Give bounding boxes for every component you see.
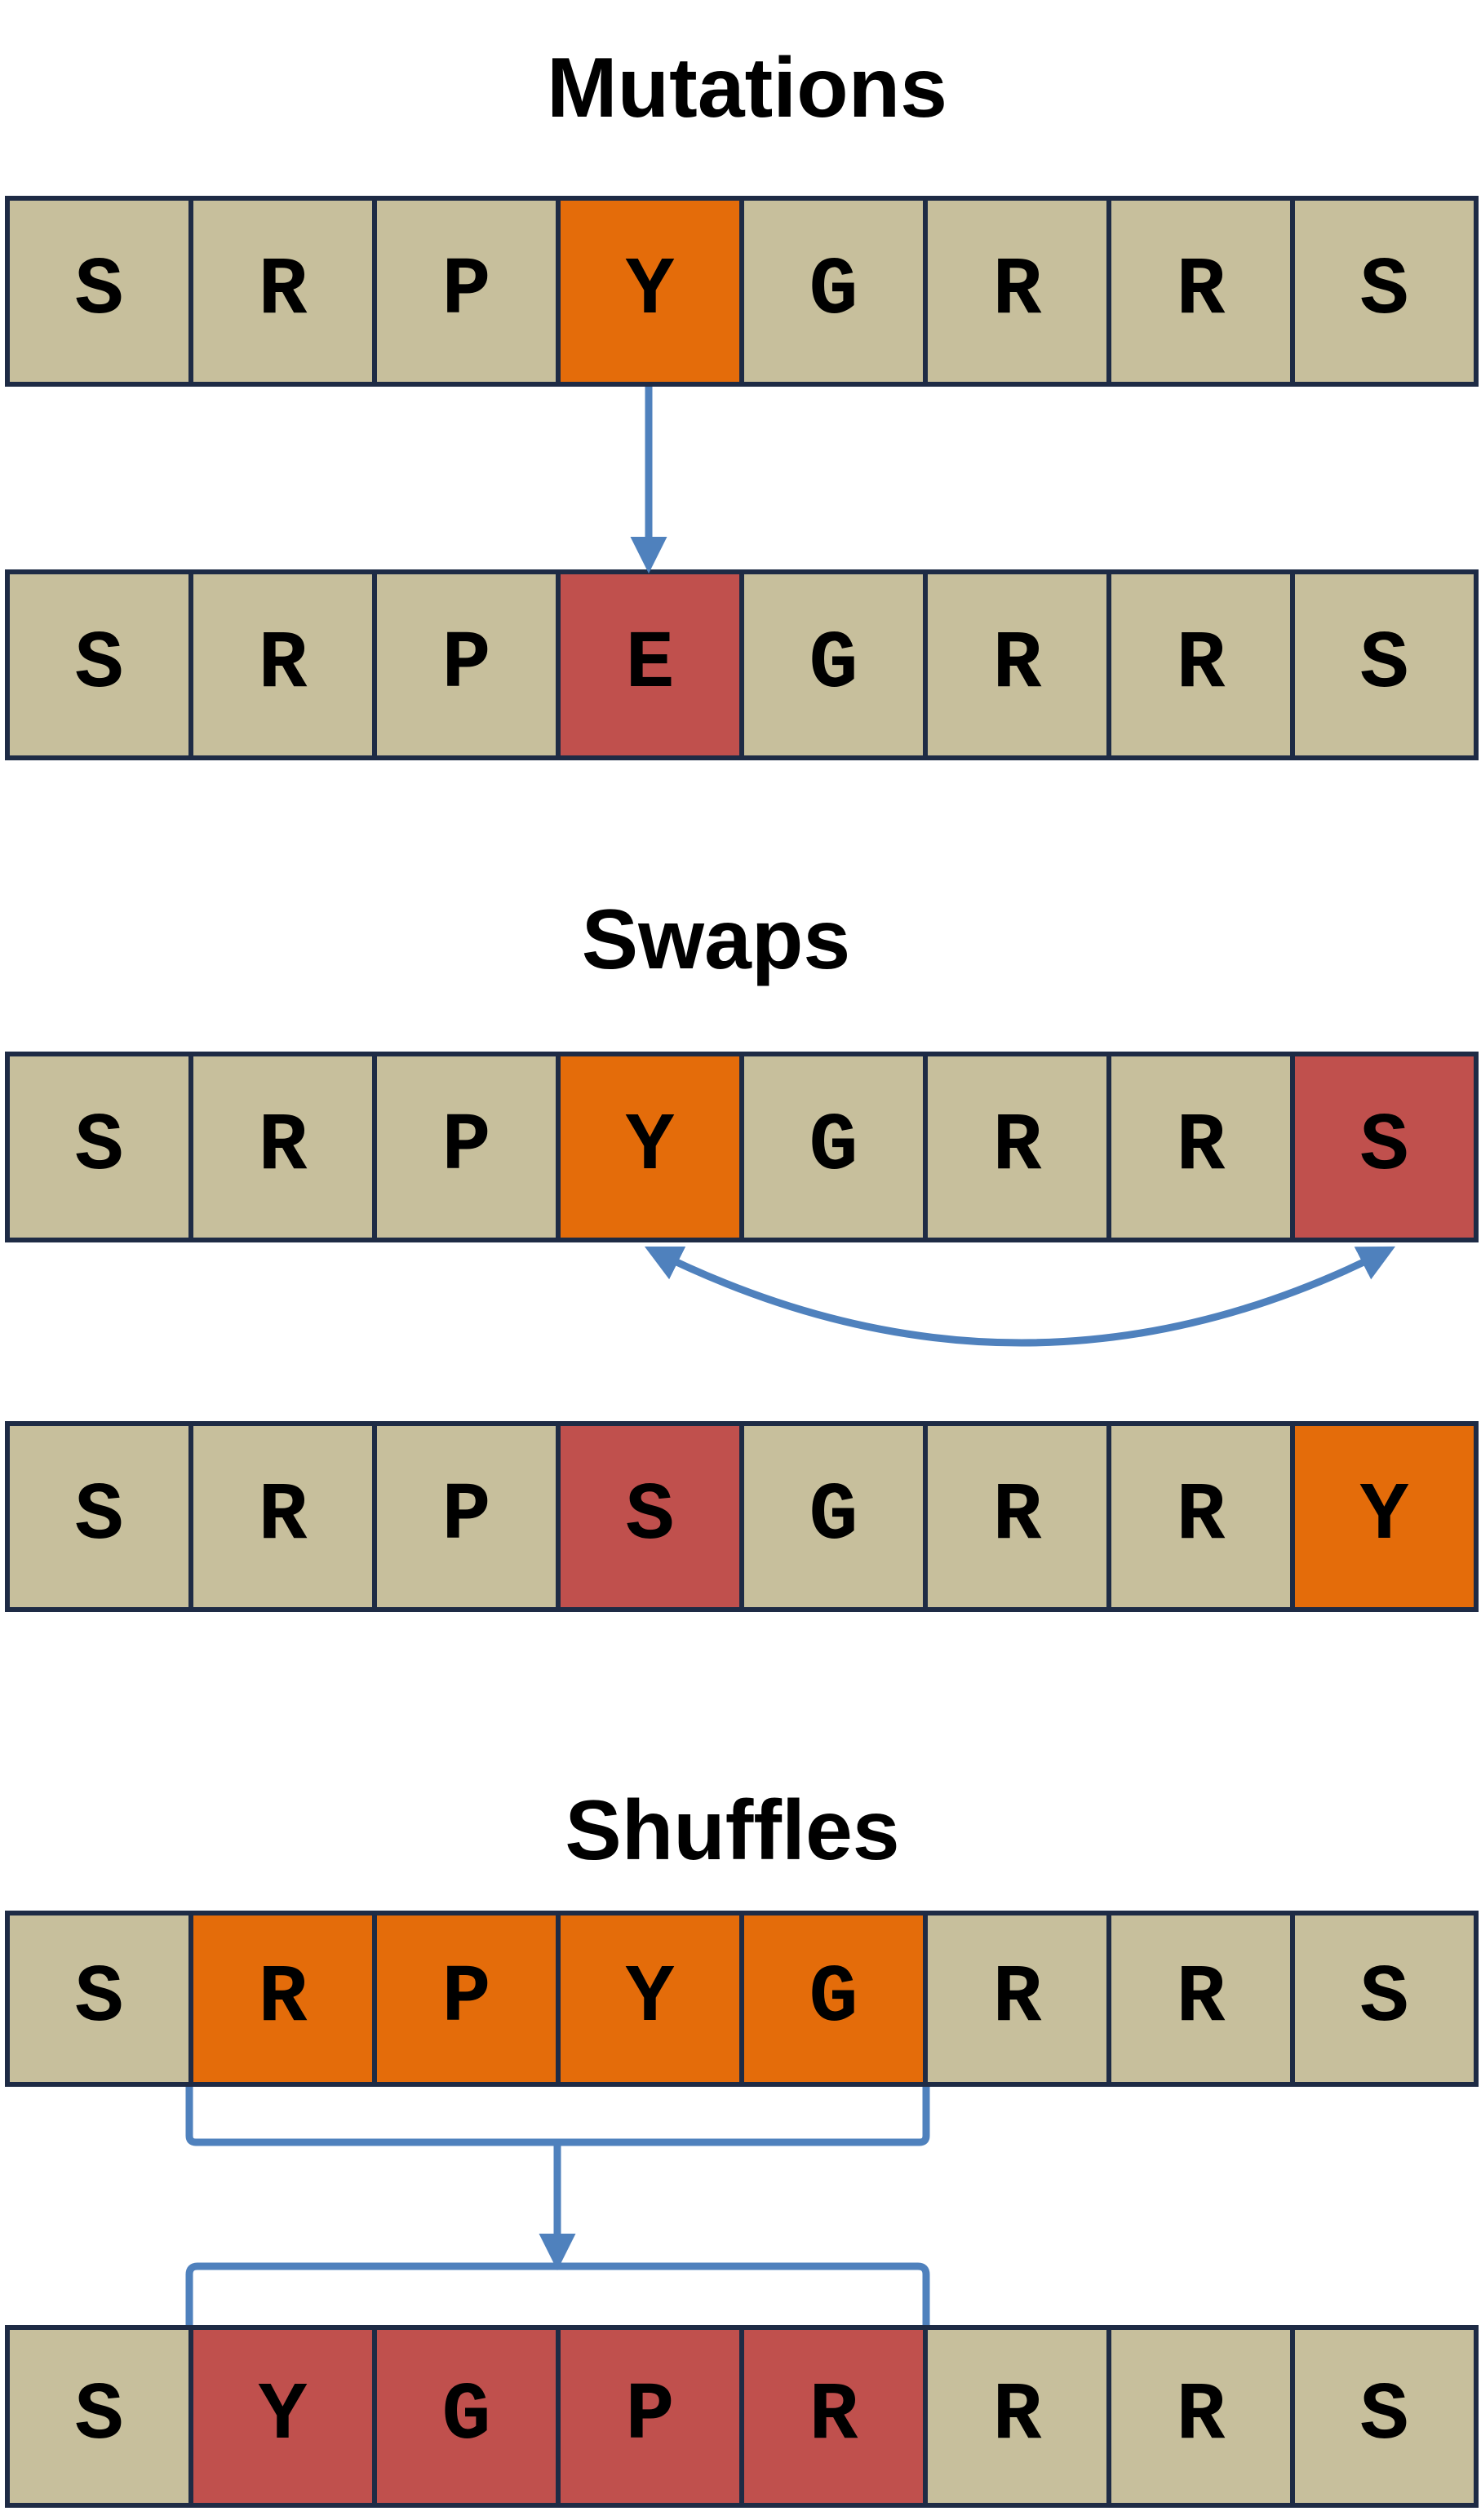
swaps-title: Swaps (581, 892, 851, 987)
sequence-cell: R (193, 1056, 372, 1238)
sequence-cell: R (193, 574, 372, 755)
sequence-cell: S (1295, 201, 1474, 382)
shuffle-bracket-top (185, 2087, 930, 2146)
sequence-cell: S (10, 574, 188, 755)
sequence-cell: P (377, 201, 556, 382)
sequence-cell: R (1111, 2330, 1290, 2503)
sequence-cell: S (10, 1426, 188, 1607)
sequence-cell: R (193, 201, 372, 382)
sequence-cell: R (744, 2330, 923, 2503)
sequence-cell: R (1111, 1056, 1290, 1238)
sequence-cell: Y (1295, 1426, 1474, 1607)
sequence-cell: R (193, 1915, 372, 2082)
sequence-cell: G (377, 2330, 556, 2503)
sequence-cell: S (10, 2330, 188, 2503)
sequence-cell: R (928, 201, 1106, 382)
shuffles-title: Shuffles (565, 1783, 900, 1878)
sequence-cell: S (10, 201, 188, 382)
sequence-cell: Y (561, 201, 739, 382)
sequence-cell: P (377, 1915, 556, 2082)
sequence-cell: Y (193, 2330, 372, 2503)
sequence-cell: S (1295, 574, 1474, 755)
sequence-cell: G (744, 1426, 923, 1607)
sequence-cell: G (744, 574, 923, 755)
sequence-cell: P (377, 1056, 556, 1238)
sequence-cell: R (928, 2330, 1106, 2503)
sequence-cell: S (10, 1056, 188, 1238)
sequence-cell: P (561, 2330, 739, 2503)
sequence-cell: R (928, 1056, 1106, 1238)
sequence-cell: Y (561, 1056, 739, 1238)
sequence-cell: P (377, 1426, 556, 1607)
swap-double-arrow (644, 1246, 1396, 1347)
shuffle-bracket-bottom (185, 2262, 930, 2325)
sequence-cell: E (561, 574, 739, 755)
sequence-cell: Y (561, 1915, 739, 2082)
sequence-cell: S (1295, 2330, 1474, 2503)
sequence-cell: R (1111, 201, 1290, 382)
mutations-title: Mutations (546, 41, 948, 135)
sequence-cell: S (10, 1915, 188, 2082)
sequence-cell: G (744, 201, 923, 382)
sequence-cell: R (928, 1426, 1106, 1607)
sequence-cell: G (744, 1915, 923, 2082)
sequence-cell: S (1295, 1915, 1474, 2082)
sequence-cell: R (928, 1915, 1106, 2082)
sequence-cell: P (377, 574, 556, 755)
sequence-cell: R (1111, 574, 1290, 755)
sequence-cell: R (1111, 1426, 1290, 1607)
sequence-cell: R (1111, 1915, 1290, 2082)
sequence-cell: G (744, 1056, 923, 1238)
sequence-cell: R (928, 574, 1106, 755)
sequence-cell: R (193, 1426, 372, 1607)
sequence-cell: S (1295, 1056, 1474, 1238)
sequence-cell: S (561, 1426, 739, 1607)
